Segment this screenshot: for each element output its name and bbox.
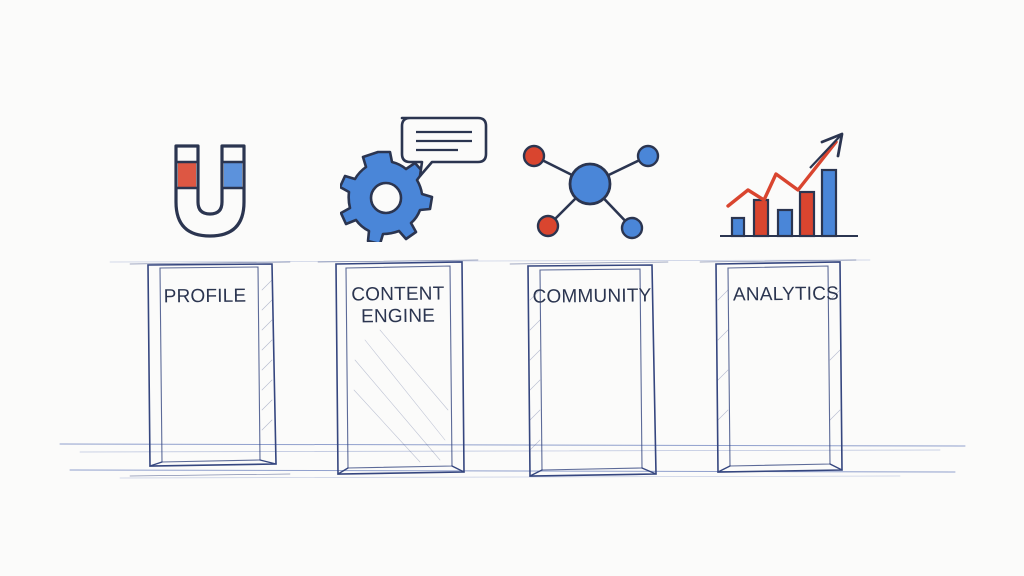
pillar-label-profile: PROFILE — [163, 285, 247, 308]
pillar-community — [509, 261, 669, 477]
bar-chart-trend-icon — [720, 132, 858, 238]
pillar-label-analytics: ANALYTICS — [732, 283, 840, 306]
pillar-content-engine — [317, 259, 479, 475]
pillar-analytics — [699, 259, 857, 473]
pillar-label-community: COMMUNITY — [532, 285, 652, 308]
network-icon — [522, 144, 660, 240]
gear-chat-icon — [340, 116, 488, 242]
magnet-icon — [174, 144, 246, 238]
pillar-profile — [129, 261, 291, 477]
pillar-label-content-engine: CONTENT ENGINE — [351, 283, 445, 328]
